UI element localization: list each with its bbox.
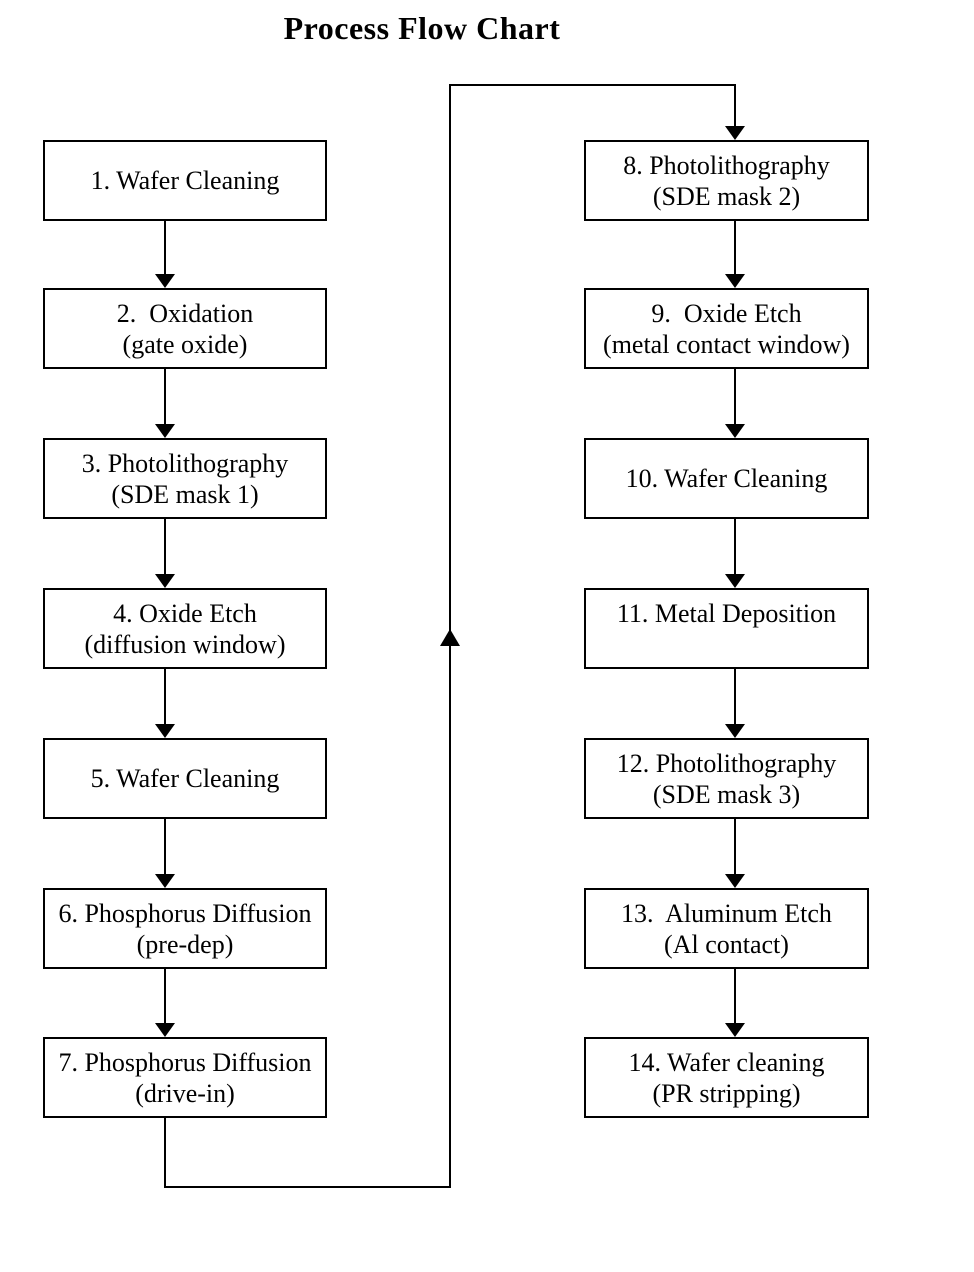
arrowhead-down-icon [155, 574, 175, 588]
step-box-14: 14. Wafer cleaning (PR stripping) [584, 1037, 869, 1118]
step-label: 1. Wafer Cleaning [90, 166, 280, 195]
step-sublabel: (SDE mask 1) [111, 479, 259, 509]
right-column-arrows [725, 221, 745, 1037]
arrowhead-down-icon [725, 574, 745, 588]
step-box-13: 13. Aluminum Etch (Al contact) [584, 888, 869, 969]
arrowhead-down-icon [725, 126, 745, 140]
step-label: 8. Photolithography [623, 150, 830, 180]
step-sublabel: (gate oxide) [122, 329, 248, 359]
step-label: 12. Photolithography [616, 748, 837, 778]
arrowhead-down-icon [725, 724, 745, 738]
step-label: 7. Phosphorus Diffusion [58, 1047, 312, 1077]
step-label: 5. Wafer Cleaning [90, 764, 280, 793]
step-box-1: 1. Wafer Cleaning [43, 140, 327, 221]
step-sublabel: (Al contact) [664, 929, 789, 959]
step-label: 10. Wafer Cleaning [625, 464, 828, 493]
arrowhead-down-icon [155, 274, 175, 288]
arrowhead-down-icon [725, 1023, 745, 1037]
arrowhead-down-icon [725, 874, 745, 888]
step-box-5: 5. Wafer Cleaning [43, 738, 327, 819]
step-box-9: 9. Oxide Etch (metal contact window) [584, 288, 869, 369]
loop-connector-7-to-8 [164, 84, 745, 1188]
step-box-8: 8. Photolithography (SDE mask 2) [584, 140, 869, 221]
step-sublabel: (SDE mask 2) [652, 181, 801, 211]
step-box-11: 11. Metal Deposition [584, 588, 869, 669]
arrowhead-up-icon [440, 629, 460, 646]
arrowhead-down-icon [155, 874, 175, 888]
step-box-10: 10. Wafer Cleaning [584, 438, 869, 519]
arrowhead-down-icon [725, 274, 745, 288]
step-label: 4. Oxide Etch [113, 598, 257, 628]
step-box-12: 12. Photolithography (SDE mask 3) [584, 738, 869, 819]
step-label: 14. Wafer cleaning [628, 1047, 825, 1077]
step-label: 3. Photolithography [81, 448, 289, 478]
page-title: Process Flow Chart [283, 10, 561, 46]
step-label: 13. Aluminum Etch [621, 898, 832, 928]
step-label: 11. Metal Deposition [616, 599, 837, 628]
step-label: 6. Phosphorus Diffusion [58, 898, 312, 928]
arrowhead-down-icon [725, 424, 745, 438]
step-sublabel: (PR stripping) [652, 1078, 801, 1108]
step-box-3: 3. Photolithography (SDE mask 1) [43, 438, 327, 519]
arrowhead-down-icon [155, 1023, 175, 1037]
arrowhead-down-icon [155, 724, 175, 738]
arrowhead-down-icon [155, 424, 175, 438]
step-sublabel: (metal contact window) [603, 329, 850, 359]
step-sublabel: (diffusion window) [84, 629, 286, 659]
step-sublabel: (drive-in) [135, 1078, 235, 1108]
left-column-arrows [155, 221, 175, 1037]
step-sublabel: (pre-dep) [136, 929, 234, 959]
step-sublabel: (SDE mask 3) [652, 779, 801, 809]
step-label: 9. Oxide Etch [651, 298, 802, 328]
step-box-2: 2. Oxidation (gate oxide) [43, 288, 327, 369]
step-box-4: 4. Oxide Etch (diffusion window) [43, 588, 327, 669]
step-label: 2. Oxidation [116, 298, 254, 328]
step-box-7: 7. Phosphorus Diffusion (drive-in) [43, 1037, 327, 1118]
step-box-6: 6. Phosphorus Diffusion (pre-dep) [43, 888, 327, 969]
